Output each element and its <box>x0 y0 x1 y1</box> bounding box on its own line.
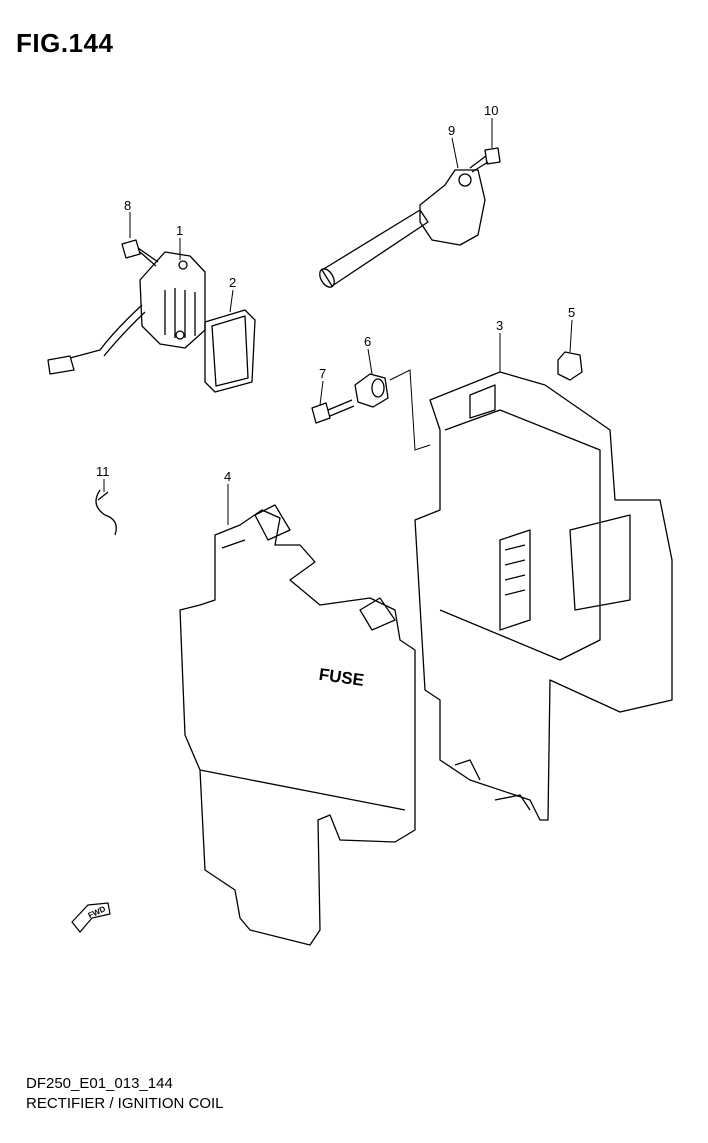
callout-9[interactable]: 9 <box>448 123 455 138</box>
part-gasket[interactable] <box>204 309 256 393</box>
callout-1[interactable]: 1 <box>176 223 183 238</box>
callout-6[interactable]: 6 <box>364 334 371 349</box>
callout-7[interactable]: 7 <box>319 366 326 381</box>
callout-5[interactable]: 5 <box>568 305 575 320</box>
part-bolt-8[interactable] <box>121 239 159 267</box>
part-bracket[interactable] <box>414 371 673 821</box>
part-bolt-10[interactable] <box>469 147 501 173</box>
callout-3[interactable]: 3 <box>496 318 503 333</box>
callout-4[interactable]: 4 <box>224 469 231 484</box>
part-cap-5[interactable] <box>557 351 583 381</box>
fwd-arrow-icon: FWD <box>71 902 111 933</box>
callout-11[interactable]: 11 <box>96 464 110 479</box>
leader-lines <box>103 118 573 525</box>
diagram-code: DF250_E01_013_144 <box>26 1075 173 1092</box>
figure-title: FIG.144 <box>16 28 114 58</box>
diagram-name: RECTIFIER / IGNITION COIL <box>26 1095 224 1112</box>
fuse-label: FUSE <box>318 665 366 690</box>
part-ignition-coil[interactable] <box>317 169 486 290</box>
part-grommet-6[interactable] <box>354 373 389 408</box>
callout-2[interactable]: 2 <box>229 275 236 290</box>
footer: DF250_E01_013_144 RECTIFIER / IGNITION C… <box>26 1074 224 1114</box>
callout-10[interactable]: 10 <box>484 103 498 118</box>
callout-8[interactable]: 8 <box>124 198 131 213</box>
part-rectifier[interactable] <box>47 251 206 375</box>
part-bolt-7[interactable] <box>311 399 355 424</box>
part-cover[interactable] <box>179 504 416 946</box>
part-clip-11[interactable] <box>95 489 117 536</box>
